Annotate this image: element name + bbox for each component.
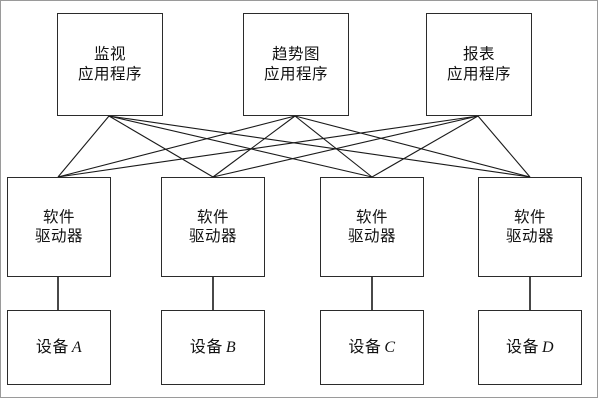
driver-box-4[interactable]: 软件 驱动器 [478,177,582,277]
app-box-report-line2: 应用程序 [446,65,511,83]
driver-box-2-line2: 驱动器 [188,228,237,245]
device-box-b-name: 设备 [189,338,223,356]
edge-app2-to-drv4 [294,115,531,178]
app-box-trend-line1: 趋势图 [271,46,320,64]
app-box-monitoring-line1: 监视 [93,46,126,64]
device-box-c-name: 设备 [348,338,382,356]
device-box-d-tag: D [541,338,555,356]
driver-box-3-label: 软件 驱动器 [348,208,396,246]
app-box-monitoring-line2: 应用程序 [77,65,142,83]
edge-app3-to-drv4 [477,115,531,178]
app-box-trend[interactable]: 趋势图 应用程序 [243,13,349,116]
driver-box-2[interactable]: 软件 驱动器 [161,177,265,277]
edge-app2-to-drv3 [294,115,373,178]
edge-app1-to-drv2 [108,115,214,178]
driver-box-3[interactable]: 软件 驱动器 [320,177,424,277]
driver-box-1-label: 软件 驱动器 [35,208,83,246]
device-box-a-tag: A [71,338,83,356]
driver-box-1-line2: 驱动器 [34,228,83,245]
app-box-trend-line2: 应用程序 [263,65,328,83]
driver-box-1-line1: 软件 [42,208,75,226]
edge-app3-to-drv1 [57,115,479,178]
app-box-report[interactable]: 报表 应用程序 [426,13,532,116]
device-box-c-tag: C [384,338,396,356]
device-box-a-name: 设备 [35,338,69,356]
edge-app3-to-drv3 [371,115,479,178]
driver-box-4-label: 软件 驱动器 [506,208,554,246]
edge-app1-to-drv4 [108,115,531,178]
app-box-report-line1: 报表 [462,46,495,64]
app-box-monitoring-label: 监视 应用程序 [78,45,142,83]
device-box-d-name: 设备 [505,338,539,356]
driver-box-1[interactable]: 软件 驱动器 [7,177,111,277]
driver-to-device-links [57,277,531,310]
driver-box-2-label: 软件 驱动器 [189,208,237,246]
app-box-monitoring[interactable]: 监视 应用程序 [57,13,163,116]
driver-box-4-line1: 软件 [513,208,546,226]
edge-app1-to-drv1 [57,115,110,178]
driver-box-2-line1: 软件 [196,208,229,226]
app-box-report-label: 报表 应用程序 [447,45,511,83]
app-to-driver-mesh [57,115,531,178]
edge-app1-to-drv3 [108,115,373,178]
edge-app3-to-drv2 [212,115,479,178]
device-box-b-tag: B [225,338,237,356]
driver-box-4-line2: 驱动器 [505,228,554,245]
driver-box-3-line1: 软件 [355,208,388,226]
driver-box-3-line2: 驱动器 [347,228,396,245]
edge-app2-to-drv2 [212,115,296,178]
edge-app2-to-drv1 [57,115,296,178]
app-box-trend-label: 趋势图 应用程序 [264,45,328,83]
